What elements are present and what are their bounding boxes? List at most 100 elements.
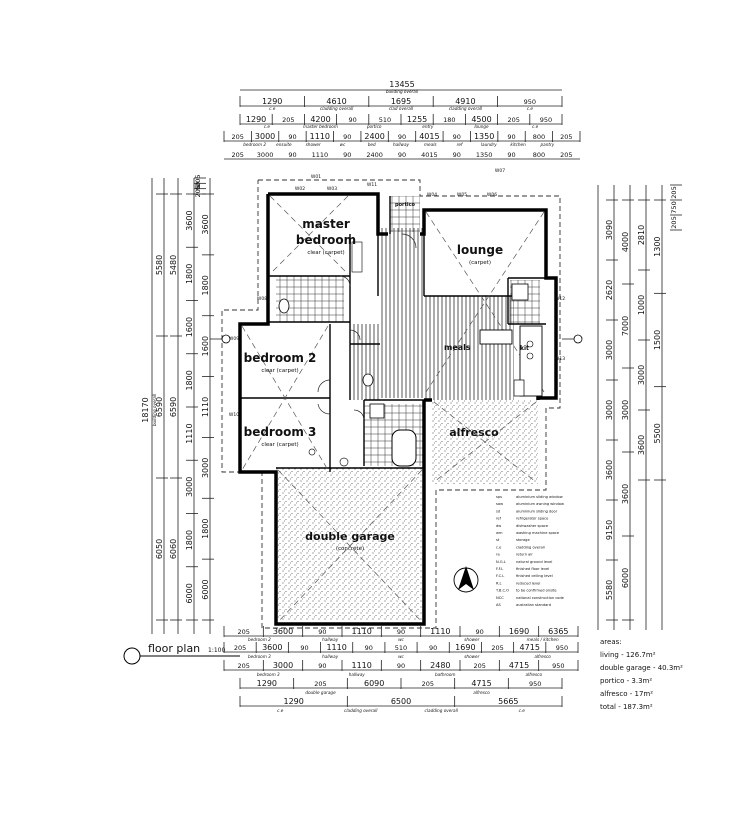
bottom-row2-value: 4715 [520,643,540,652]
room-meals-label: meals [444,343,471,352]
bottom-row3-label: hallway [349,672,366,677]
room-bedroom2-label: bedroom 2 [244,351,317,365]
top-row5-value: 90 [288,151,296,159]
bottom-row1-label: meals / kitchen [527,637,559,642]
left-col3-value: 1800 [185,370,194,390]
bottom-row1-label: hallway [322,637,339,642]
top-row4-value: 90 [288,133,296,141]
room-bedroom3-floor: clear (carpet) [261,442,298,448]
left-col3-value: 3000 [185,477,194,497]
robe [351,241,363,273]
area-alfresco: alfresco - 17m² [600,690,653,698]
top-row4-label: wc [340,142,346,147]
left-col2-value: 5480 [169,255,178,275]
bottom-row5-value: 1290 [283,697,303,706]
top-row4-value: 1110 [310,132,330,141]
bathtub [391,429,417,467]
bottom-row3-value: 2480 [430,661,450,670]
right-col1-value: 3090 [605,220,614,240]
bottom-row1-value: 90 [397,628,405,636]
right-col2-value: 3000 [621,400,630,420]
left-col4-value: 3000 [201,458,210,478]
left-col4-value: 1800 [201,519,210,539]
door-swings [308,233,417,467]
top-row2-label: cladding overall [320,106,354,111]
bottom-row3-value: 1110 [351,661,371,670]
top-row4-value: 90 [453,133,461,141]
top-row4-value: 3000 [255,132,275,141]
bottom-row5-label: c.e [519,708,526,713]
left-small-value: 205 [194,185,202,197]
top-row2-label: cladding overall [449,106,483,111]
area-total: total - 187.3m² [600,703,653,711]
room-garage-floor: (concrete) [336,546,364,552]
top-row2-value: 1695 [391,97,411,106]
top-row5-value: 1350 [476,151,493,159]
top-row4-label: ensuite [276,142,292,147]
right-col4-value: 5500 [653,423,662,443]
bottom-row2-value: 3600 [262,643,282,652]
legend-abbrev: AS [496,603,501,607]
eave-lines [221,179,561,629]
right-col3-value: 3600 [637,435,646,455]
top-row3-label: lounge [474,124,489,129]
bottom-row2-label: wc [398,654,404,659]
top-row4-value: 205 [231,133,243,141]
top-row5-value: 205 [231,151,243,159]
bottom-row1-value: 90 [476,628,484,636]
legend-abbrev: R.L [496,581,502,585]
garage-slab-hatch [276,468,422,620]
window-tag: W10 [229,412,239,418]
north-point-icon [453,566,479,593]
bottom-row3-value: 90 [397,662,405,670]
left-col1-value: 5580 [155,255,164,275]
bottom-row2-value: 510 [395,644,407,652]
wc-toilet [362,373,374,387]
left-col2-value: 6590 [169,397,178,417]
bottom-row2-value: 1110 [326,643,346,652]
bottom-row2-value: 205 [234,644,246,652]
plan-title: floor plan [148,642,200,655]
legend-meaning: dishwasher space [516,524,549,528]
legend-abbrev: NCC [496,596,504,600]
legend-abbrev: sps [496,495,502,499]
top-row4-label: shower [306,142,321,147]
top-row2-value: 4610 [326,97,346,106]
top-row5-value: 90 [507,151,515,159]
right-col2-value: 4000 [621,232,630,252]
right-col3-value: 2810 [637,225,646,245]
bottom-row4-label: double garage [305,690,336,695]
right-col2-value: 7000 [621,316,630,336]
left-col4-value: 1600 [201,336,210,356]
fixtures [278,241,543,467]
roof-hip-lines [241,195,545,623]
top-row2-value: 4910 [455,97,475,106]
bottom-row1-value: 1110 [351,627,371,636]
left-col3-value: 3600 [185,210,194,230]
top-row4-value: 205 [560,133,572,141]
right-col1-value: 3000 [605,340,614,360]
left-col3-value: 6000 [185,583,194,603]
top-row4-label: bedroom 2 [243,142,266,147]
top-row3-label: master bedroom [303,124,338,129]
top-row3-value: 4500 [471,115,491,124]
legend-abbrev: F.F.L [496,567,503,571]
window-tag: W03 [327,186,337,192]
bottom-row3-value: 90 [318,662,326,670]
bottom-row2-label: alfresco [534,654,551,659]
top-row4-value: 800 [533,133,545,141]
window-tag: W06 [487,192,497,198]
top-row3-value: 90 [349,116,357,124]
bottom-row1-value: 6365 [548,627,568,636]
right-col1-value: 3600 [605,460,614,480]
left-col3-value: 1110 [185,423,194,443]
legend-meaning: to be confirmed onsite [516,589,557,593]
legend-abbrev: ref [496,517,502,521]
left-dimensions: 18170 building overall 55806590605054806… [141,174,214,634]
drawing-title: floor plan 1:100 [123,642,240,665]
top-row3-label: entry [422,124,434,129]
